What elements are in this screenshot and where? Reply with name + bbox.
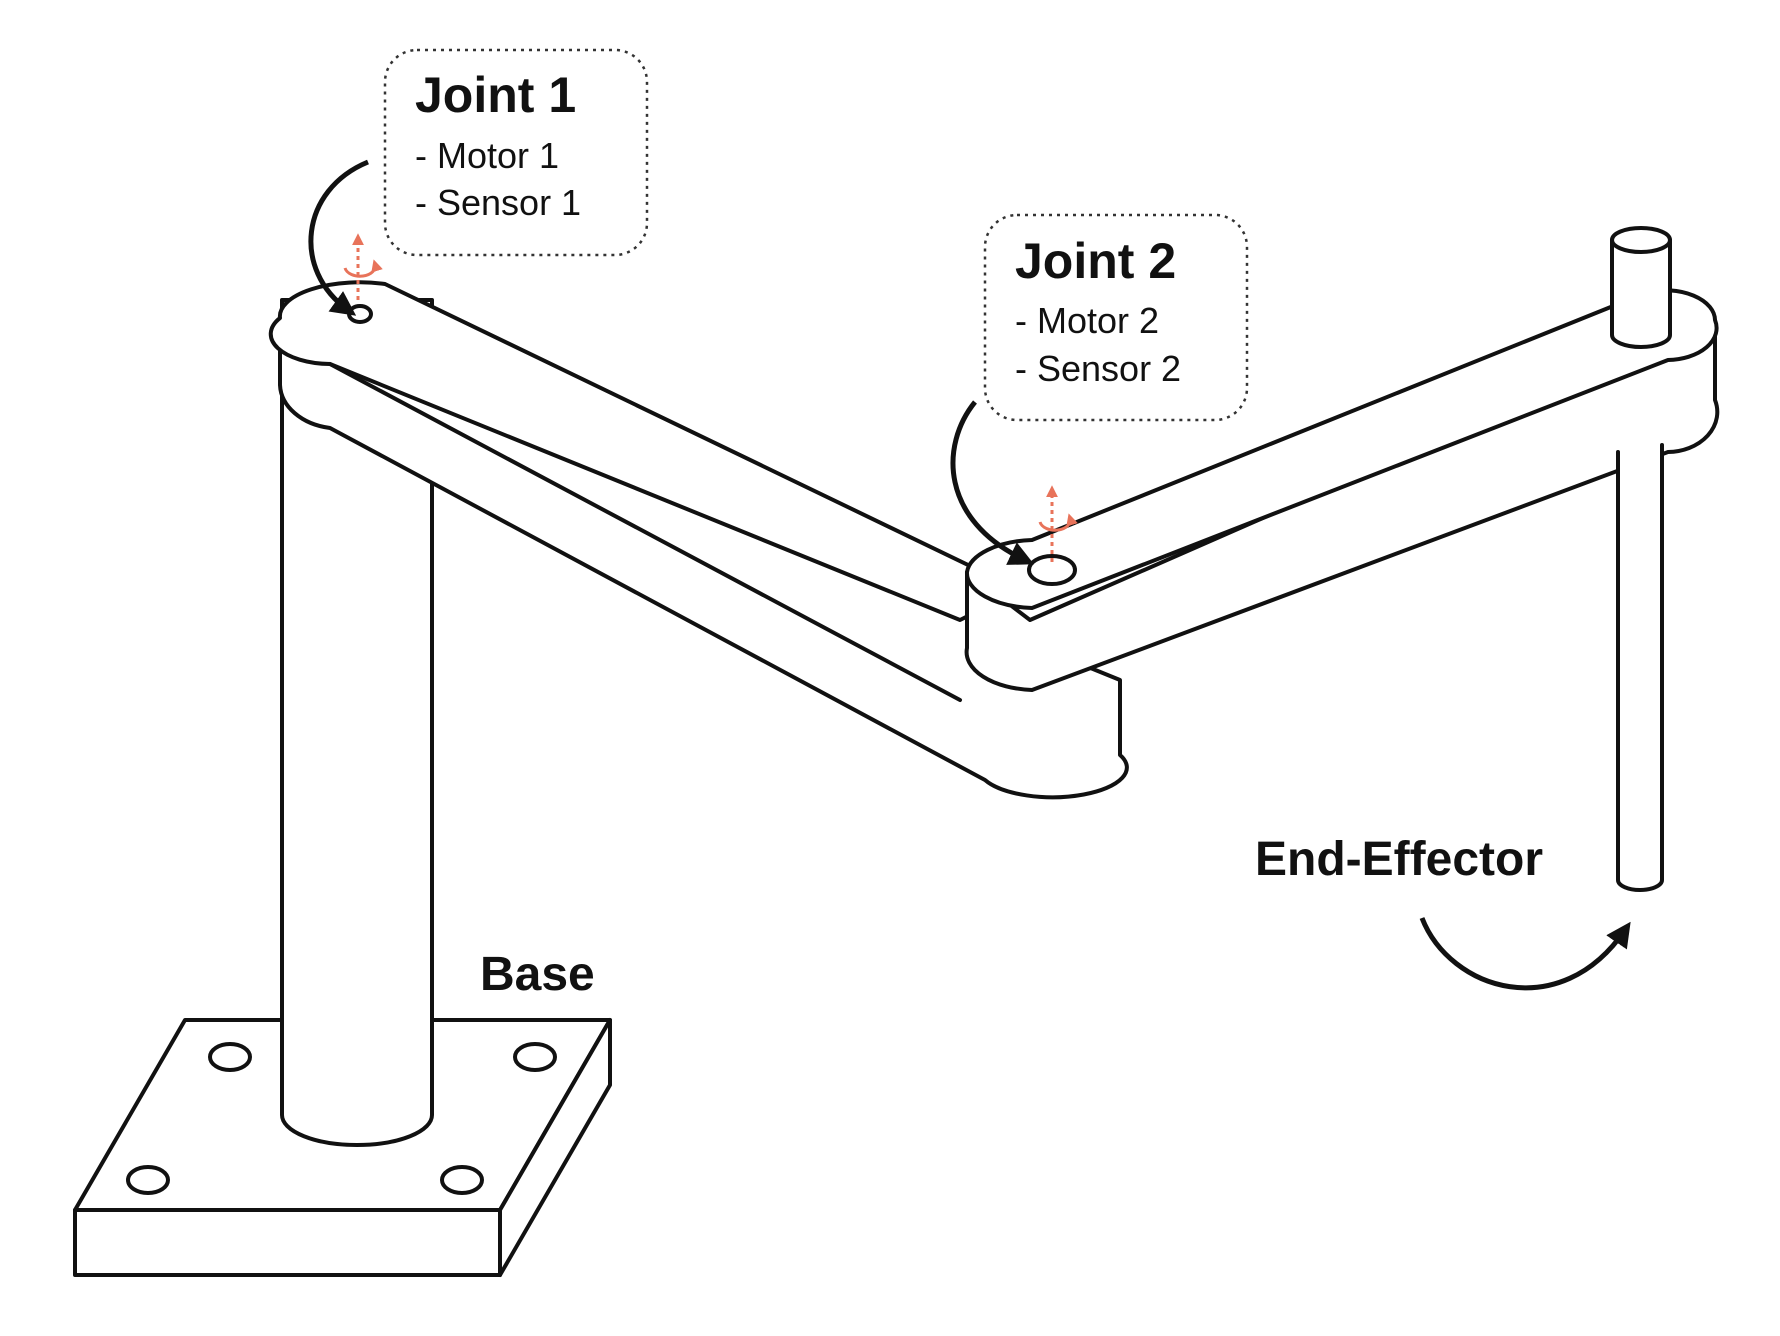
bolt-hole	[513, 1042, 557, 1072]
bolt-hole	[440, 1165, 484, 1195]
bolt-hole	[126, 1165, 170, 1195]
joint1-hole	[347, 304, 373, 324]
base-label: Base	[480, 948, 595, 1001]
joint1-item-motor: - Motor 1	[415, 135, 559, 176]
joint2-title: Joint 2	[1015, 233, 1176, 289]
joint2-hole	[1027, 554, 1077, 586]
joint2-item-motor: - Motor 2	[1015, 300, 1159, 341]
joint2-item-sensor: - Sensor 2	[1015, 348, 1181, 389]
curved-arrow-icon	[1419, 917, 1631, 991]
joint1-pointer-arrow	[308, 159, 369, 316]
arm-link-1	[268, 280, 1129, 800]
base-column	[280, 298, 434, 1147]
joint2-callout: Joint 2 - Motor 2 - Sensor 2	[983, 213, 1249, 422]
rotation-axis-icon	[1038, 485, 1078, 562]
joint1-item-sensor: - Sensor 1	[415, 182, 581, 223]
end-effector-shaft	[1610, 226, 1672, 892]
joint2-pointer-arrow	[950, 400, 1035, 565]
joint1-callout: Joint 1 - Motor 1 - Sensor 1	[383, 48, 649, 257]
joint1-title: Joint 1	[415, 67, 576, 123]
end-effector-label: End-Effector	[1255, 833, 1543, 886]
rotation-axis-icon	[343, 233, 383, 300]
bolt-hole	[208, 1042, 252, 1072]
